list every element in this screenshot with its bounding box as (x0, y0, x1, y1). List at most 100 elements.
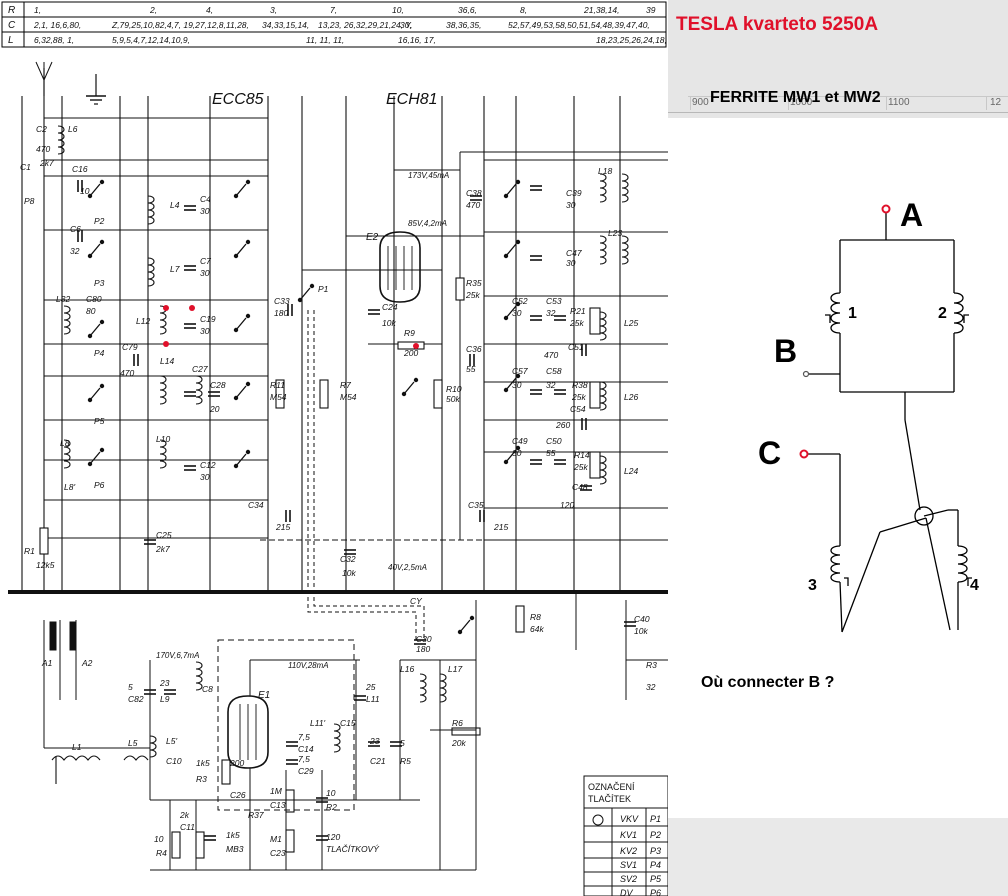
component-label: C16 (72, 164, 88, 174)
ruler[interactable] (688, 96, 1008, 111)
component-label: 120 (560, 500, 574, 510)
table-cell: P6 (650, 888, 661, 896)
current-label: 85V,4,2mA (408, 219, 447, 228)
red-marker-icon (163, 305, 169, 311)
ruler-tick (986, 96, 987, 110)
component-label: 470 (544, 350, 558, 360)
table-header: OZNAČENÍ (588, 782, 635, 792)
coil-symbol (159, 305, 167, 335)
coil-symbol (599, 173, 607, 203)
component-label: R14 (574, 450, 590, 460)
wire (89, 323, 101, 337)
point-a-marker-icon[interactable] (881, 204, 891, 214)
table-cell: 11, 11, 11, (306, 35, 344, 45)
table-cell: 34,33,15,14, (262, 20, 309, 30)
table-cell: SV2 (620, 874, 637, 884)
point-b-marker-icon[interactable] (802, 370, 810, 378)
component-label: 30 (200, 206, 210, 216)
component-label: 470 (36, 144, 50, 154)
component-index-table (1, 1, 667, 48)
component-label: C50 (546, 436, 562, 446)
component-label: C39 (566, 188, 582, 198)
coil-symbol (599, 235, 607, 265)
component-label: C8 (202, 684, 213, 694)
component-label: C47 (566, 248, 582, 258)
question-text: Où connecter B ? (701, 674, 835, 691)
pushbutton-table (583, 775, 668, 896)
component-label: M1 (270, 834, 282, 844)
component-label: 30 (566, 200, 576, 210)
resistor-symbol (433, 379, 443, 409)
wire (505, 305, 517, 319)
component-label: 23 (369, 736, 380, 746)
component-label: R7 (340, 380, 351, 390)
wire (43, 61, 53, 81)
component-label: 64k (530, 624, 544, 634)
ferrite-coil-diagram: A B C 1 2 3 4 (758, 197, 979, 633)
component-label: L23 (608, 228, 622, 238)
component-label: L4 (170, 200, 180, 210)
wire (235, 317, 247, 331)
component-label: 10 (326, 788, 336, 798)
component-label: C58 (546, 366, 562, 376)
point-c-marker-icon[interactable] (799, 449, 809, 459)
component-label: 80 (86, 306, 96, 316)
ruler-tick (690, 96, 691, 110)
component-label: 215 (275, 522, 290, 532)
component-label: P2 (94, 216, 105, 226)
tube-ecc85 (227, 695, 269, 769)
table-cell: KV2 (620, 846, 637, 856)
point-c-label: C (758, 435, 781, 471)
component-label: C15 (340, 718, 356, 728)
component-label: C19 (200, 314, 216, 324)
component-label: 20k (451, 738, 466, 748)
coil-2-label: 2 (938, 305, 947, 322)
component-label: L9 (160, 694, 170, 704)
table-cell: P4 (650, 860, 661, 870)
coil-symbol (57, 125, 65, 155)
component-label: R6 (452, 718, 463, 728)
table-cell: 52,57,49,53,58,50,51,54,48,39,47,40, (508, 20, 650, 30)
component-label: C23 (270, 848, 286, 858)
table-cell: P5 (650, 874, 662, 884)
coil-symbol (419, 673, 427, 703)
component-label: C48 (572, 482, 588, 492)
component-label: R4 (156, 848, 167, 858)
table-cell: 8, (520, 5, 527, 15)
component-label: C82 (128, 694, 144, 704)
component-label: L12 (136, 316, 150, 326)
component-label: TLAČÍTKOVÝ (326, 844, 380, 854)
switch-contact (469, 615, 475, 621)
component-label: L8' (64, 482, 75, 492)
shield-line (313, 310, 425, 640)
component-label: C24 (382, 302, 398, 312)
current-label: 170V,6,7mA (156, 651, 199, 660)
coil-1-label: 1 (848, 305, 857, 322)
component-label: 32 (546, 308, 556, 318)
component-label: 10k (634, 626, 648, 636)
wire (299, 287, 311, 301)
component-label: C34 (248, 500, 264, 510)
table-cell: 7, (330, 5, 337, 15)
table-cell: P3 (650, 846, 661, 856)
switch-contact (99, 319, 105, 325)
component-label: L18 (598, 166, 612, 176)
wire (235, 243, 247, 257)
coil-symbol (621, 173, 629, 203)
coil-symbol (63, 305, 71, 335)
coil-symbol (333, 723, 341, 753)
component-label: P3 (94, 278, 105, 288)
component-label: L17 (448, 664, 462, 674)
shield-line (307, 310, 417, 640)
component-label: R5 (400, 756, 411, 766)
switch-contact (515, 373, 521, 379)
component-label: L6 (68, 124, 78, 134)
component-label: L1 (72, 742, 82, 752)
table-cell: 39 (646, 5, 656, 15)
component-label: M54 (270, 392, 287, 402)
table-cell: 6,32,88, 1, (34, 35, 74, 45)
component-label: P1 (318, 284, 329, 294)
component-label: 25k (573, 462, 588, 472)
component-label: 30 (200, 268, 210, 278)
